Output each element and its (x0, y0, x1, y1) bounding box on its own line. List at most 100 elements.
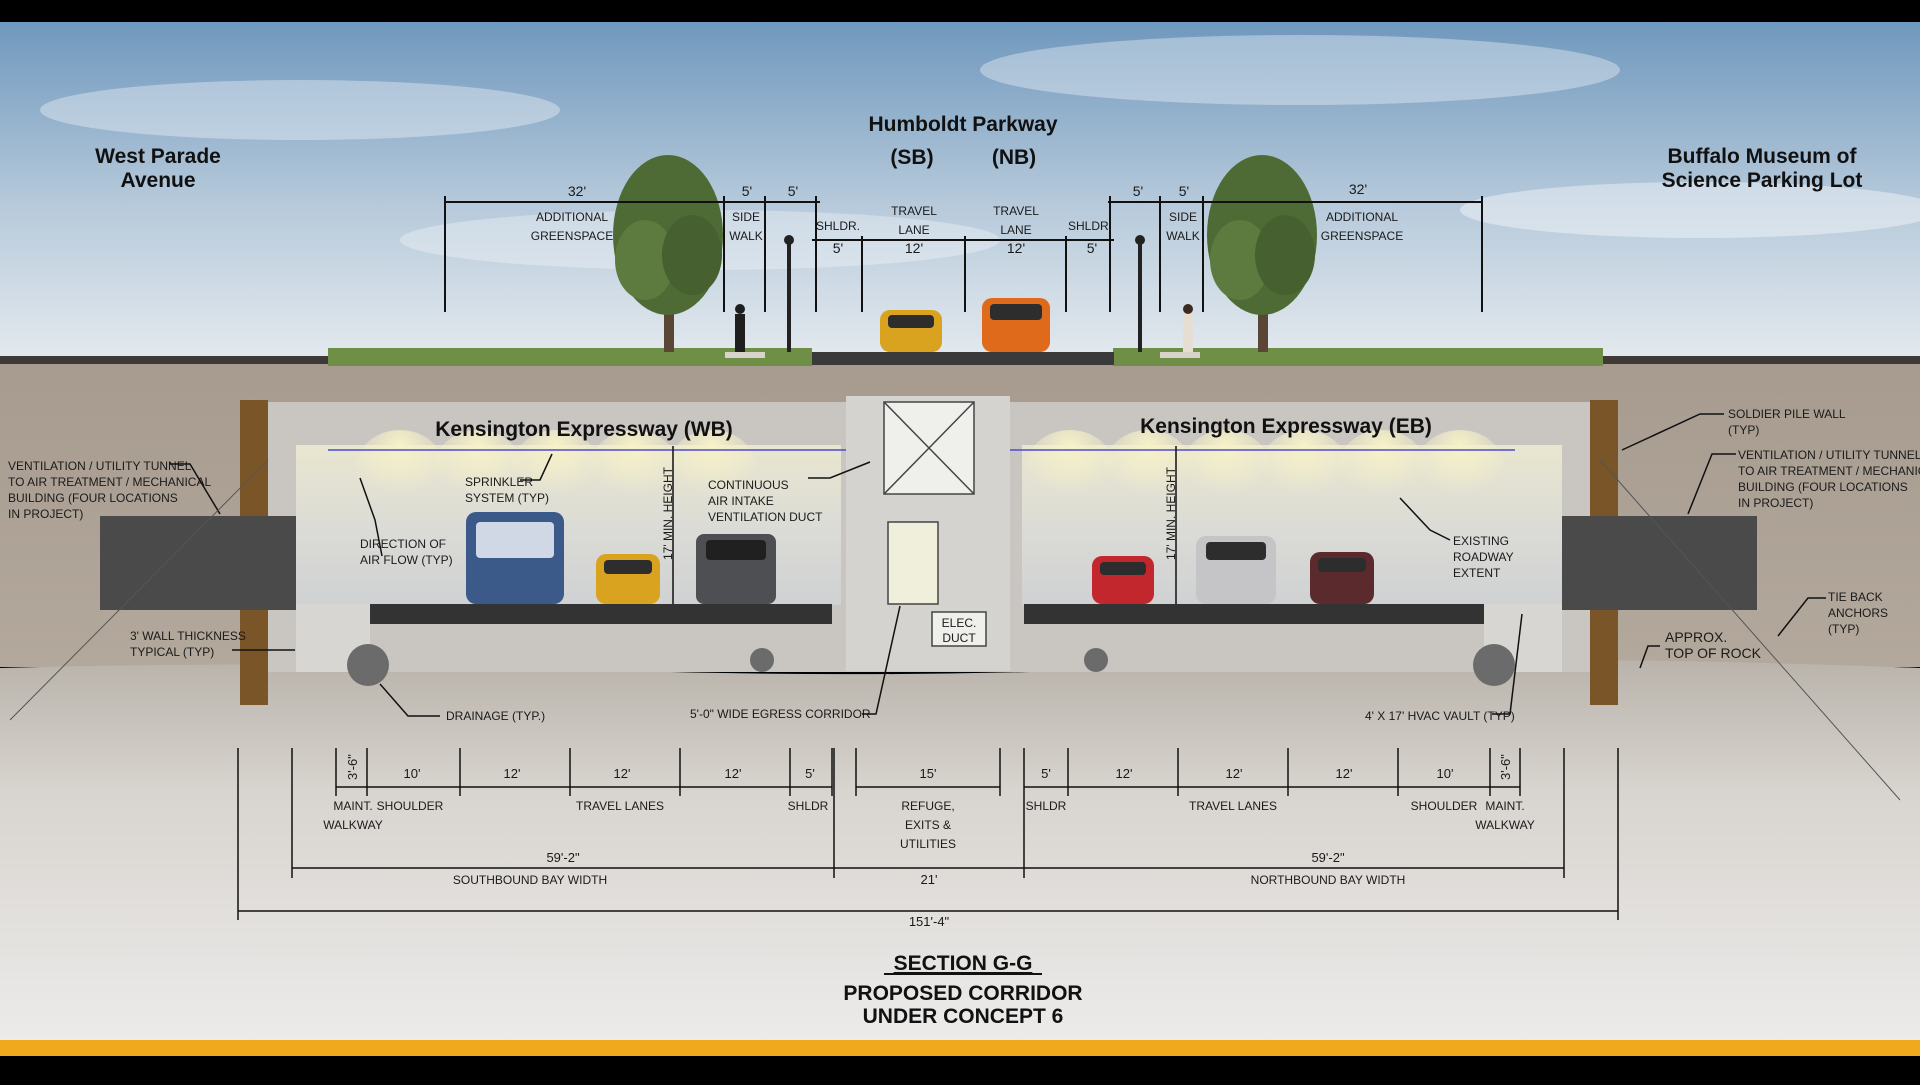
tie-back-line3: (TYP) (1828, 622, 1859, 636)
car-sb-surface (880, 310, 942, 352)
nb-dim-lane2: 12' (1226, 766, 1243, 781)
suv-eb-silver (1196, 536, 1276, 604)
car-nb-surface (982, 298, 1050, 352)
center-dim: 21' (921, 872, 938, 887)
sidewalk-l-line1: SIDE (732, 210, 760, 224)
dim-travel-l: 12' (905, 240, 923, 256)
dim-shldr-l: 5' (833, 240, 843, 256)
dim-shldr-gap-r: 5' (1133, 183, 1143, 199)
nb-dim-walkway: 3'-6" (1498, 754, 1513, 780)
travel-l-line1: TRAVEL (891, 204, 937, 218)
car-eb-maroon (1310, 552, 1374, 604)
dim-shldr-gap-l: 5' (788, 183, 798, 199)
sb-dim-shldr: 5' (805, 766, 815, 781)
surface-dim-lines (444, 196, 1483, 312)
tie-back-anchor-right (1599, 459, 1901, 801)
wall-thickness-line1: 3' WALL THICKNESS (130, 629, 246, 643)
pedestrian-left (735, 304, 745, 352)
greenspace-left (328, 348, 812, 366)
lamp-head-right (1135, 235, 1145, 245)
air-flow-line2: AIR FLOW (TYP) (360, 553, 453, 567)
hvac-vault-label: 4' X 17' HVAC VAULT (TYP) (1365, 709, 1515, 723)
sb-dim-shoulder: 10' (404, 766, 421, 781)
vent-left-line3: BUILDING (FOUR LOCATIONS (8, 491, 178, 505)
cloud (980, 35, 1620, 105)
rock-layer (0, 659, 1920, 1040)
nb-dim-lane3: 12' (1336, 766, 1353, 781)
elec-duct-line2: DUCT (942, 631, 976, 645)
tie-back-anchor-left (9, 459, 269, 721)
existing-roadway-line1: EXISTING (1453, 534, 1509, 548)
truck-wb (696, 534, 776, 604)
air-intake-line1: CONTINUOUS (708, 478, 789, 492)
sprinkler-line2: SYSTEM (TYP) (465, 491, 549, 505)
east-label-line2: Science Parking Lot (1662, 169, 1863, 192)
duct-cross-2 (883, 401, 975, 495)
bus-wb (466, 512, 564, 604)
sprinkler-line1: SPRINKLER (465, 475, 533, 489)
air-intake-line3: VENTILATION DUCT (708, 510, 823, 524)
existing-roadway-line3: EXTENT (1453, 566, 1501, 580)
sidewalk-l-line2: WALK (729, 229, 763, 243)
top-rock-line1: APPROX. (1665, 629, 1727, 645)
sb-shoulder-label: SHOULDER (377, 799, 444, 813)
drainage-pipe-small-r (1084, 648, 1108, 672)
nb-bay-dim: 59'-2" (1311, 850, 1345, 865)
vent-left-line1: VENTILATION / UTILITY TUNNEL (8, 459, 192, 473)
bottom-dims: 3'-6" 10' 12' 12' 12' 5' 15' 5' 12' 12' … (345, 754, 1513, 929)
parkway-nb: (NB) (992, 146, 1036, 169)
bottom-labels: MAINT. WALKWAY SHOULDER TRAVEL LANES SHL… (323, 799, 1535, 887)
nb-dim-shldr: 5' (1041, 766, 1051, 781)
lamp-post-left (787, 240, 791, 352)
leader-lines (170, 413, 1826, 717)
refuge-line3: UTILITIES (900, 837, 956, 851)
min-height-wb: 17' MIN. HEIGHT (661, 466, 675, 560)
sb-dim-walkway: 3'-6" (345, 754, 360, 780)
sb-bay-dim: 59'-2" (546, 850, 580, 865)
roadway-deck-eb (1024, 604, 1484, 624)
expressway-eb-title: Kensington Expressway (EB) (1140, 415, 1432, 438)
sb-shldr-label: SHLDR (788, 799, 829, 813)
nb-dim-lane1: 12' (1116, 766, 1133, 781)
top-rock-line2: TOP OF ROCK (1665, 645, 1762, 661)
parkway-sb: (SB) (890, 146, 933, 169)
sb-bay-label: SOUTHBOUND BAY WIDTH (453, 873, 607, 887)
vent-left-line2: TO AIR TREATMENT / MECHANICAL (8, 475, 211, 489)
vent-right-line2: TO AIR TREATMENT / MECHANICAL (1738, 464, 1920, 478)
parkway-road (812, 352, 1114, 365)
section-title: SECTION G-G (894, 952, 1033, 975)
roadway-deck-wb (370, 604, 832, 624)
sb-dim-lane2: 12' (614, 766, 631, 781)
nb-travel-lanes-label: TRAVEL LANES (1189, 799, 1277, 813)
west-label-line1: West Parade (95, 145, 221, 168)
vent-right-line3: BUILDING (FOUR LOCATIONS (1738, 480, 1908, 494)
egress-label: 5'-0" WIDE EGRESS CORRIDOR (690, 707, 871, 721)
bottom-dim-lines (237, 748, 1619, 920)
subtitle-line2: UNDER CONCEPT 6 (863, 1005, 1064, 1028)
greenspace-right (1113, 348, 1603, 366)
top-black-bar (0, 0, 1920, 22)
sidewalk-r-line2: WALK (1166, 229, 1200, 243)
min-height-eb: 17' MIN. HEIGHT (1164, 466, 1178, 560)
vent-tunnel-left (100, 516, 296, 610)
elec-duct-line1: ELEC. (942, 616, 977, 630)
surface-dims: 32' 5' 5' 5' 12' 12' 5' 5' 5' 32' (568, 181, 1367, 256)
greenspace-r-line2: GREENSPACE (1321, 229, 1403, 243)
drainage-pipe-small-l (750, 648, 774, 672)
tie-back-line1: TIE BACK (1828, 590, 1883, 604)
greenspace-r-line1: ADDITIONAL (1326, 210, 1398, 224)
tree-right (1207, 155, 1317, 352)
pedestrian-right (1183, 304, 1193, 352)
nb-dim-shoulder: 10' (1437, 766, 1454, 781)
dim-sidewalk-r: 5' (1179, 183, 1189, 199)
cloud (1460, 182, 1920, 238)
travel-r-line2: LANE (1000, 223, 1031, 237)
dim-greenspace-r: 32' (1349, 181, 1367, 197)
vent-right-line1: VENTILATION / UTILITY TUNNEL (1738, 448, 1920, 462)
nb-shldr-label: SHLDR (1026, 799, 1067, 813)
annotation-texts: VENTILATION / UTILITY TUNNEL TO AIR TREA… (8, 407, 1920, 723)
east-label-line1: Buffalo Museum of (1668, 145, 1858, 168)
nb-maint-line1: MAINT. (1485, 799, 1524, 813)
air-intake-line2: AIR INTAKE (708, 494, 774, 508)
